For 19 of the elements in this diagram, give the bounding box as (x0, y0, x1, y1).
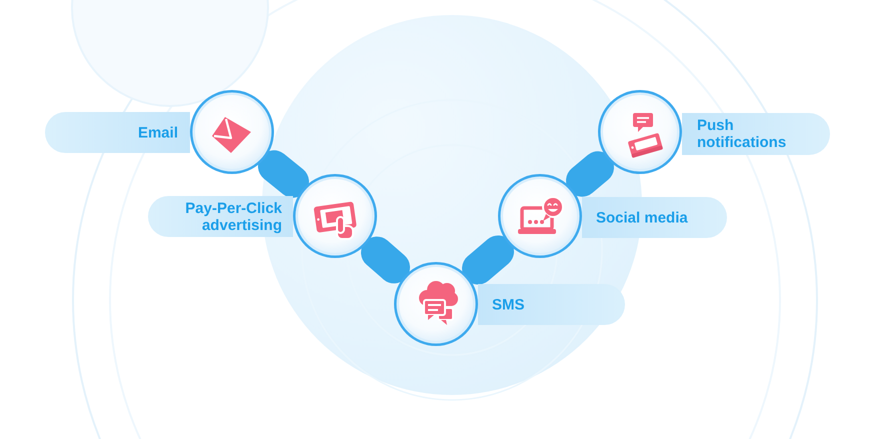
channel-band (45, 112, 190, 153)
channel-band (582, 197, 727, 238)
envelope-icon (190, 90, 274, 174)
channel-band (148, 196, 293, 237)
channel-name: Social media (596, 209, 688, 226)
connector (258, 150, 309, 198)
channel-name: Push notifications (697, 117, 786, 151)
channel-name: Pay-Per-Click advertising (184, 200, 282, 234)
tablet-tap-icon (293, 174, 377, 258)
connector (361, 236, 410, 284)
channel-name: Email (138, 124, 178, 141)
cloud-chat-icon (394, 262, 478, 346)
laptop-chat-icon (498, 174, 582, 258)
phone-message-icon (598, 90, 682, 174)
channel-band (478, 284, 625, 325)
channel-name: SMS (492, 296, 525, 313)
connector (462, 236, 514, 284)
channel-band (682, 113, 830, 155)
connector (566, 151, 614, 197)
